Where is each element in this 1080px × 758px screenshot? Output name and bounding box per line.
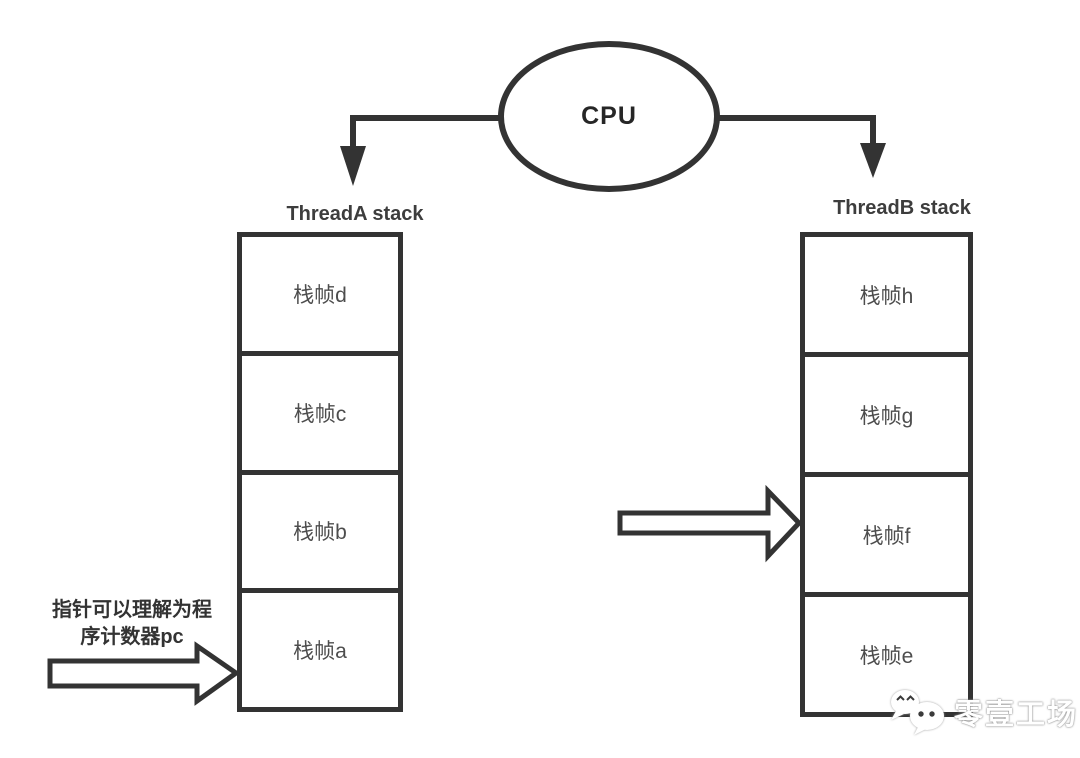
wechat-icon: [891, 690, 944, 735]
threadb-stack: 栈帧h 栈帧g 栈帧f 栈帧e: [800, 232, 973, 717]
stack-frame: 栈帧f: [805, 472, 968, 592]
stack-frame: 栈帧h: [805, 237, 968, 352]
cpu-node: CPU: [498, 41, 720, 192]
pc-annotation-line2: 序计数器pc: [80, 626, 184, 648]
threada-stack-title: ThreadA stack: [286, 203, 424, 225]
stack-frame: 栈帧a: [242, 588, 398, 707]
connector-cpu-threada-vertical: [350, 115, 356, 150]
pc-block-arrow-icon: [47, 641, 241, 706]
current-frame-block-arrow-icon: [617, 485, 803, 563]
arrowhead-down-icon: [860, 143, 886, 178]
arrowhead-down-icon: [340, 146, 366, 186]
pc-annotation-line1: 指针可以理解为程: [52, 599, 212, 621]
pc-annotation: 指针可以理解为程 序计数器pc: [28, 597, 236, 651]
watermark: 零壹工场: [888, 688, 1078, 736]
stack-frame: 栈帧g: [805, 352, 968, 472]
threada-stack: 栈帧d 栈帧c 栈帧b 栈帧a: [237, 232, 403, 712]
threadb-stack-title: ThreadB stack: [833, 197, 971, 219]
connector-cpu-threada-horizontal: [350, 115, 500, 121]
stack-frame: 栈帧d: [242, 237, 398, 351]
stack-frame: 栈帧b: [242, 469, 398, 589]
connector-cpu-threadb-vertical: [870, 115, 876, 147]
connector-cpu-threadb-horizontal: [718, 115, 876, 121]
cpu-label: CPU: [581, 102, 637, 130]
stack-frame: 栈帧c: [242, 350, 398, 470]
watermark-label: 零壹工场: [954, 699, 1079, 731]
stack-frame: 栈帧e: [805, 592, 968, 712]
